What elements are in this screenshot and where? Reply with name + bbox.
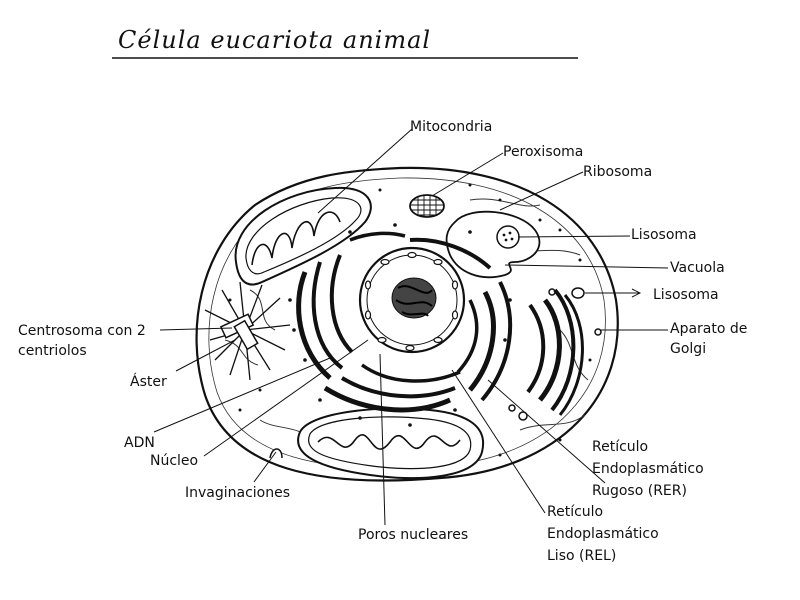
lysosome-in-vacuole: [497, 226, 519, 248]
label-poros-nucleares: Poros nucleares: [358, 526, 468, 544]
lysosome-right: [572, 288, 584, 298]
label-golgi-line1: Aparato de: [670, 320, 747, 338]
label-rel-line2: Endoplasmático: [547, 525, 659, 543]
label-rer-line2: Endoplasmático: [592, 460, 704, 478]
label-rel-line3: Liso (REL): [547, 547, 616, 565]
label-rer-line3: Rugoso (RER): [592, 482, 687, 500]
label-vacuola: Vacuola: [670, 259, 725, 277]
peroxisome: [410, 195, 444, 217]
label-peroxisoma: Peroxisoma: [503, 143, 583, 161]
label-rel-line1: Retículo: [547, 503, 603, 521]
label-ribosoma: Ribosoma: [583, 163, 652, 181]
label-nucleo: Núcleo: [150, 452, 198, 470]
nucleus: [360, 248, 464, 352]
label-aster: Áster: [130, 373, 167, 391]
label-centrosoma-line2: centriolos: [18, 342, 87, 360]
label-mitocondria: Mitocondria: [410, 118, 492, 136]
label-adn: ADN: [124, 434, 155, 452]
label-golgi-line2: Golgi: [670, 340, 706, 358]
label-lisosoma-1: Lisosoma: [631, 226, 697, 244]
label-invaginaciones: Invaginaciones: [185, 484, 290, 502]
page-title: Célula eucariota animal: [118, 26, 431, 54]
label-lisosoma-2: Lisosoma: [653, 286, 719, 304]
label-rer-line1: Retículo: [592, 438, 648, 456]
label-centrosoma-line1: Centrosoma con 2: [18, 322, 146, 340]
